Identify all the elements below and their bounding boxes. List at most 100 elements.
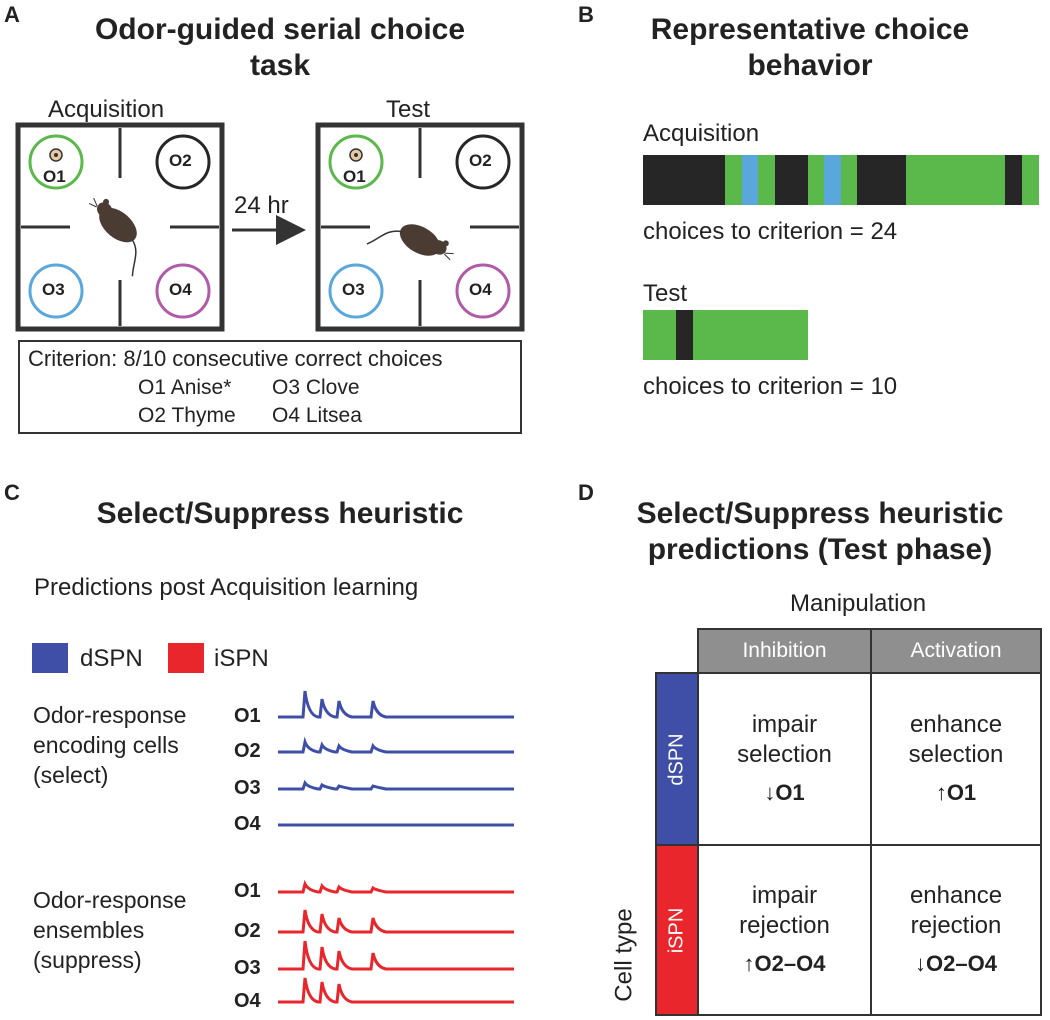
dspn-o1-label: O1 [234, 705, 261, 727]
row-header-ispn: iSPN [655, 844, 699, 1016]
response-traces [278, 690, 514, 1004]
b-test-caption: choices to criterion = 10 [643, 373, 898, 400]
panel-b-title: Representative choice behavior [600, 12, 1020, 84]
choice-segment-o1 [692, 310, 710, 360]
b-test-label: Test [643, 280, 688, 307]
test-o2-label: O2 [469, 151, 492, 170]
choice-segment-o2 [659, 155, 677, 205]
group-suppress-line3: (suppress) [33, 947, 142, 973]
choice-segment-o2 [856, 155, 875, 205]
cell-odor: O1 [946, 780, 977, 805]
acquisition-arena-label: Acquisition [48, 96, 165, 123]
choice-segment-o1 [758, 310, 776, 360]
test-o1-label: O1 [343, 167, 366, 186]
panel-a-title: Odor-guided serial choice task [40, 12, 520, 84]
group-suppress-line2: ensembles [33, 917, 145, 943]
cell-text: enhance [909, 882, 1003, 909]
col-header-inhibition: Inhibition [697, 628, 872, 674]
panel-c-subtitle: Predictions post Acquisition learning [34, 574, 419, 601]
panel-d-label: D [578, 480, 594, 505]
ispn-o3-label: O3 [234, 957, 261, 979]
ispn-trace-o2 [278, 909, 514, 934]
dspn-trace-o2 [278, 736, 514, 754]
choice-segment-o1 [988, 155, 1006, 205]
group-select-line3: (select) [33, 762, 109, 788]
choice-segment-o1 [939, 155, 957, 205]
ispn-o1-label: O1 [234, 880, 261, 902]
col-header-activation: Activation [870, 628, 1042, 674]
cell-text: rejection [910, 912, 1002, 939]
panel-a-title-line2: task [249, 49, 311, 82]
ispn-o2-label: O2 [234, 920, 261, 942]
choice-segment-o3 [824, 155, 842, 205]
dspn-trace-o1 [278, 690, 514, 719]
test-arena [315, 122, 525, 332]
test-o4-label: O4 [469, 280, 492, 299]
choice-segment-o1 [922, 155, 941, 205]
b-acquisition-caption: choices to criterion = 24 [643, 218, 898, 245]
choice-segment-o2 [692, 155, 710, 205]
cell-type-label: Cell type [611, 908, 638, 1002]
arrow-down-icon: ↓ [764, 780, 776, 805]
ispn-trace-o1 [278, 879, 514, 894]
cell-text: selection [737, 741, 832, 768]
cell-dspn-inhibition: impair selection ↓O1 [697, 672, 872, 846]
choice-segment-o1 [972, 155, 990, 205]
group-select-label: Odor-response encoding cells (select) [33, 700, 186, 790]
panel-c-title: Select/Suppress heuristic [96, 497, 464, 530]
choice-segment-o1 [725, 155, 743, 205]
cell-dspn-activation: enhance selection ↑O1 [870, 672, 1042, 846]
dspn-o3-label: O3 [234, 777, 261, 799]
group-suppress-label: Odor-response ensembles (suppress) [33, 885, 186, 975]
dspn-trace-o3 [278, 779, 514, 791]
odor-o2-name: O2 Thyme [138, 404, 236, 427]
test-choice-bar [643, 310, 809, 360]
legend-dspn-label: dSPN [80, 645, 143, 672]
choice-segment-o1 [1021, 155, 1039, 205]
legend-ispn-label: iSPN [214, 645, 269, 672]
group-suppress-line1: Odor-response [33, 887, 187, 913]
panel-b-label: B [578, 2, 594, 27]
legend-ispn-swatch [168, 643, 204, 673]
choice-segment-o2 [774, 155, 792, 205]
panel-d-title-line2: predictions (Test phase) [647, 533, 993, 566]
dspn-o4-label: O4 [234, 813, 261, 835]
odor-o1-name: O1 Anise* [138, 376, 232, 399]
choice-segment-o2 [675, 155, 694, 205]
row-header-dspn: dSPN [655, 672, 699, 846]
choice-segment-o1 [906, 155, 924, 205]
choice-segment-o1 [709, 310, 726, 360]
cell-odor: O2–O4 [754, 951, 826, 976]
arrow-up-icon: ↑ [935, 780, 947, 805]
b-acquisition-label: Acquisition [643, 120, 760, 147]
odor-o3-name: O3 Clove [272, 376, 360, 399]
cell-odor: O2–O4 [926, 951, 997, 976]
row-header-ispn-text: iSPN [665, 907, 688, 953]
panel-c-label: C [4, 480, 20, 505]
choice-segment-o2 [643, 155, 661, 205]
choice-segment-o1 [775, 310, 792, 360]
legend-dspn-swatch [32, 643, 68, 673]
ispn-trace-o3 [278, 940, 514, 971]
panel-b-title-line1: Representative choice [650, 13, 970, 46]
choice-segment-o2 [708, 155, 727, 205]
acquisition-choice-bar [643, 155, 1039, 205]
cell-text: selection [908, 741, 1004, 768]
ispn-o4-label: O4 [234, 990, 261, 1012]
row-header-dspn-text: dSPN [665, 732, 688, 786]
choice-segment-o1 [742, 310, 759, 360]
choice-segment-o1 [643, 310, 660, 360]
choice-segment-o2 [889, 155, 908, 205]
delay-label: 24 hr [234, 192, 289, 219]
choice-segment-o2 [791, 155, 809, 205]
ispn-trace-o4 [278, 977, 514, 1004]
choice-segment-o1 [758, 155, 776, 205]
arrow-down-icon: ↓ [915, 951, 927, 976]
choice-segment-o2 [676, 310, 693, 360]
test-o3-label: O3 [342, 280, 365, 299]
arena-diagram [15, 122, 525, 332]
cell-ispn-activation: enhance rejection ↓O2–O4 [870, 844, 1042, 1016]
group-select-line1: Odor-response [33, 702, 187, 728]
acquisition-arena [15, 122, 225, 332]
cell-text: impair [751, 882, 818, 909]
